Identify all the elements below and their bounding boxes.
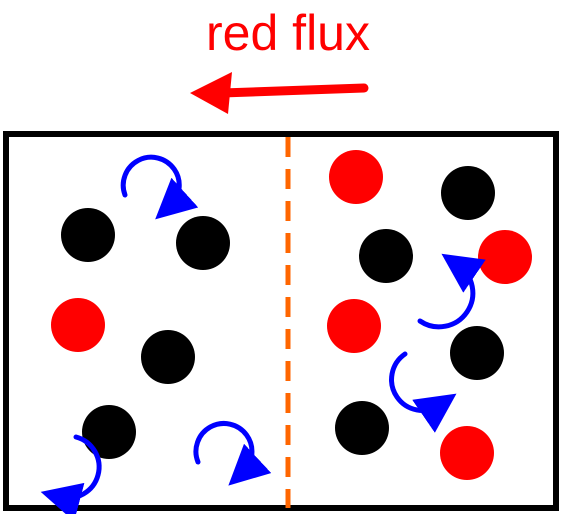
circulation-arrow-icon <box>389 351 457 433</box>
flux-title: red flux <box>206 5 370 61</box>
flux-arrow <box>190 72 369 114</box>
circulation-arrow-icon <box>193 421 272 486</box>
red-particle <box>478 230 532 284</box>
red-particle <box>329 150 383 204</box>
black-particle <box>141 330 195 384</box>
black-particle <box>450 326 504 380</box>
black-particle <box>359 229 413 283</box>
red-particle <box>327 299 381 353</box>
black-particle <box>176 216 230 270</box>
black-particle <box>335 401 389 455</box>
circulation-arrow-icon <box>120 154 199 220</box>
circulation-arrow-icon <box>417 253 486 330</box>
red-particle <box>51 298 105 352</box>
black-particle <box>82 405 136 459</box>
container-box <box>3 131 559 511</box>
circulation-arrow-icon <box>40 434 102 514</box>
black-particle <box>441 166 495 220</box>
black-particle <box>61 208 115 262</box>
red-particle <box>440 426 494 480</box>
